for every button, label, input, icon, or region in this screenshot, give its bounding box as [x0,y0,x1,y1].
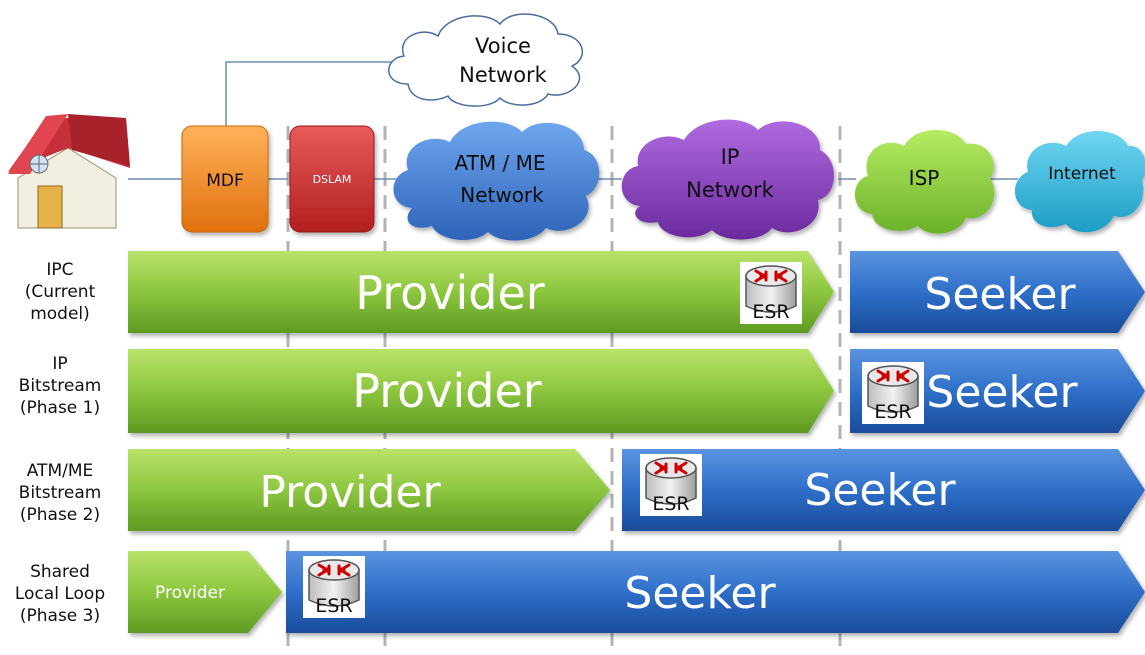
row-label-atm-me-bitstream: ATM/ME Bitstream (Phase 2) [0,460,120,526]
internet-label: Internet [1048,164,1116,184]
seeker-label: Seeker [804,465,956,516]
provider-arrow [128,349,834,433]
row-label-ipc: IPC (Current model) [0,259,120,325]
esr-router-icon: ESR [738,260,804,326]
provider-label: Provider [355,266,544,320]
provider-label: Provider [259,467,441,518]
seeker-label: Seeker [624,568,776,619]
esr-router-icon: ESR [638,452,704,518]
voice-network-label: Voice [475,34,531,58]
provider-arrow [128,251,834,333]
esr-router-icon: ESR [301,554,367,620]
row-label-line: Shared [30,562,90,582]
seeker-label: Seeker [926,367,1078,418]
ip-network-cloud: IP Network [621,119,835,240]
dslam-box: DSLAM [289,125,375,233]
row-label-line: (Current [24,282,96,302]
row-ip-bitstream: Provider ESR Seeker [128,349,1145,433]
row-shared-local-loop: Provider ESR Seeker [128,551,1145,633]
atm-me-label: ATM / ME [455,151,546,175]
internet-cloud: Internet [1015,131,1145,233]
mdf-box: MDF [181,125,269,233]
isp-label: ISP [909,166,940,190]
row-label-line: Local Loop [14,584,106,604]
esr-label: ESR [874,401,911,423]
row-ipc: Provider ESR Seeker [128,251,1145,333]
isp-cloud: ISP [854,130,995,234]
row-label-line: IP [52,354,68,374]
esr-label: ESR [652,493,689,515]
provider-arrow [128,449,610,531]
row-atm-me-bitstream: Provider ESR Seeker [128,449,1145,531]
seeker-label: Seeker [924,269,1076,320]
esr-router-icon: ESR [860,360,926,426]
seeker-arrow [286,551,1145,633]
seeker-arrow [622,449,1145,531]
provider-label: Provider [155,583,225,603]
atm-me-network-cloud: ATM / ME Network [393,121,600,241]
row-label-line: (Phase 3) [19,606,101,626]
row-label-line: model) [30,304,90,324]
seeker-arrow [850,251,1145,333]
provider-arrow [128,551,282,633]
atm-me-label-2: Network [460,183,544,207]
esr-label: ESR [315,595,352,617]
row-label-line: ATM/ME [26,461,94,481]
row-label-line: Bitstream [18,483,102,503]
dslam-label: DSLAM [313,173,352,186]
provider-label: Provider [352,364,541,418]
voice-network-label-2: Network [459,63,548,87]
connection-lines [128,61,1018,180]
row-label-shared-local-loop: Shared Local Loop (Phase 3) [0,561,120,627]
voice-network-cloud: Voice Network [388,13,583,107]
mdf-label: MDF [206,171,244,191]
row-label-line: Bitstream [18,376,102,396]
row-label-line: (Phase 2) [19,505,101,525]
row-label-line: (Phase 1) [19,398,101,418]
esr-label: ESR [752,301,789,323]
row-label-line: IPC [46,260,74,280]
house-icon [8,114,130,229]
row-label-ip-bitstream: IP Bitstream (Phase 1) [0,353,120,419]
ip-network-label: IP [721,145,740,169]
ip-network-label-2: Network [686,178,775,202]
